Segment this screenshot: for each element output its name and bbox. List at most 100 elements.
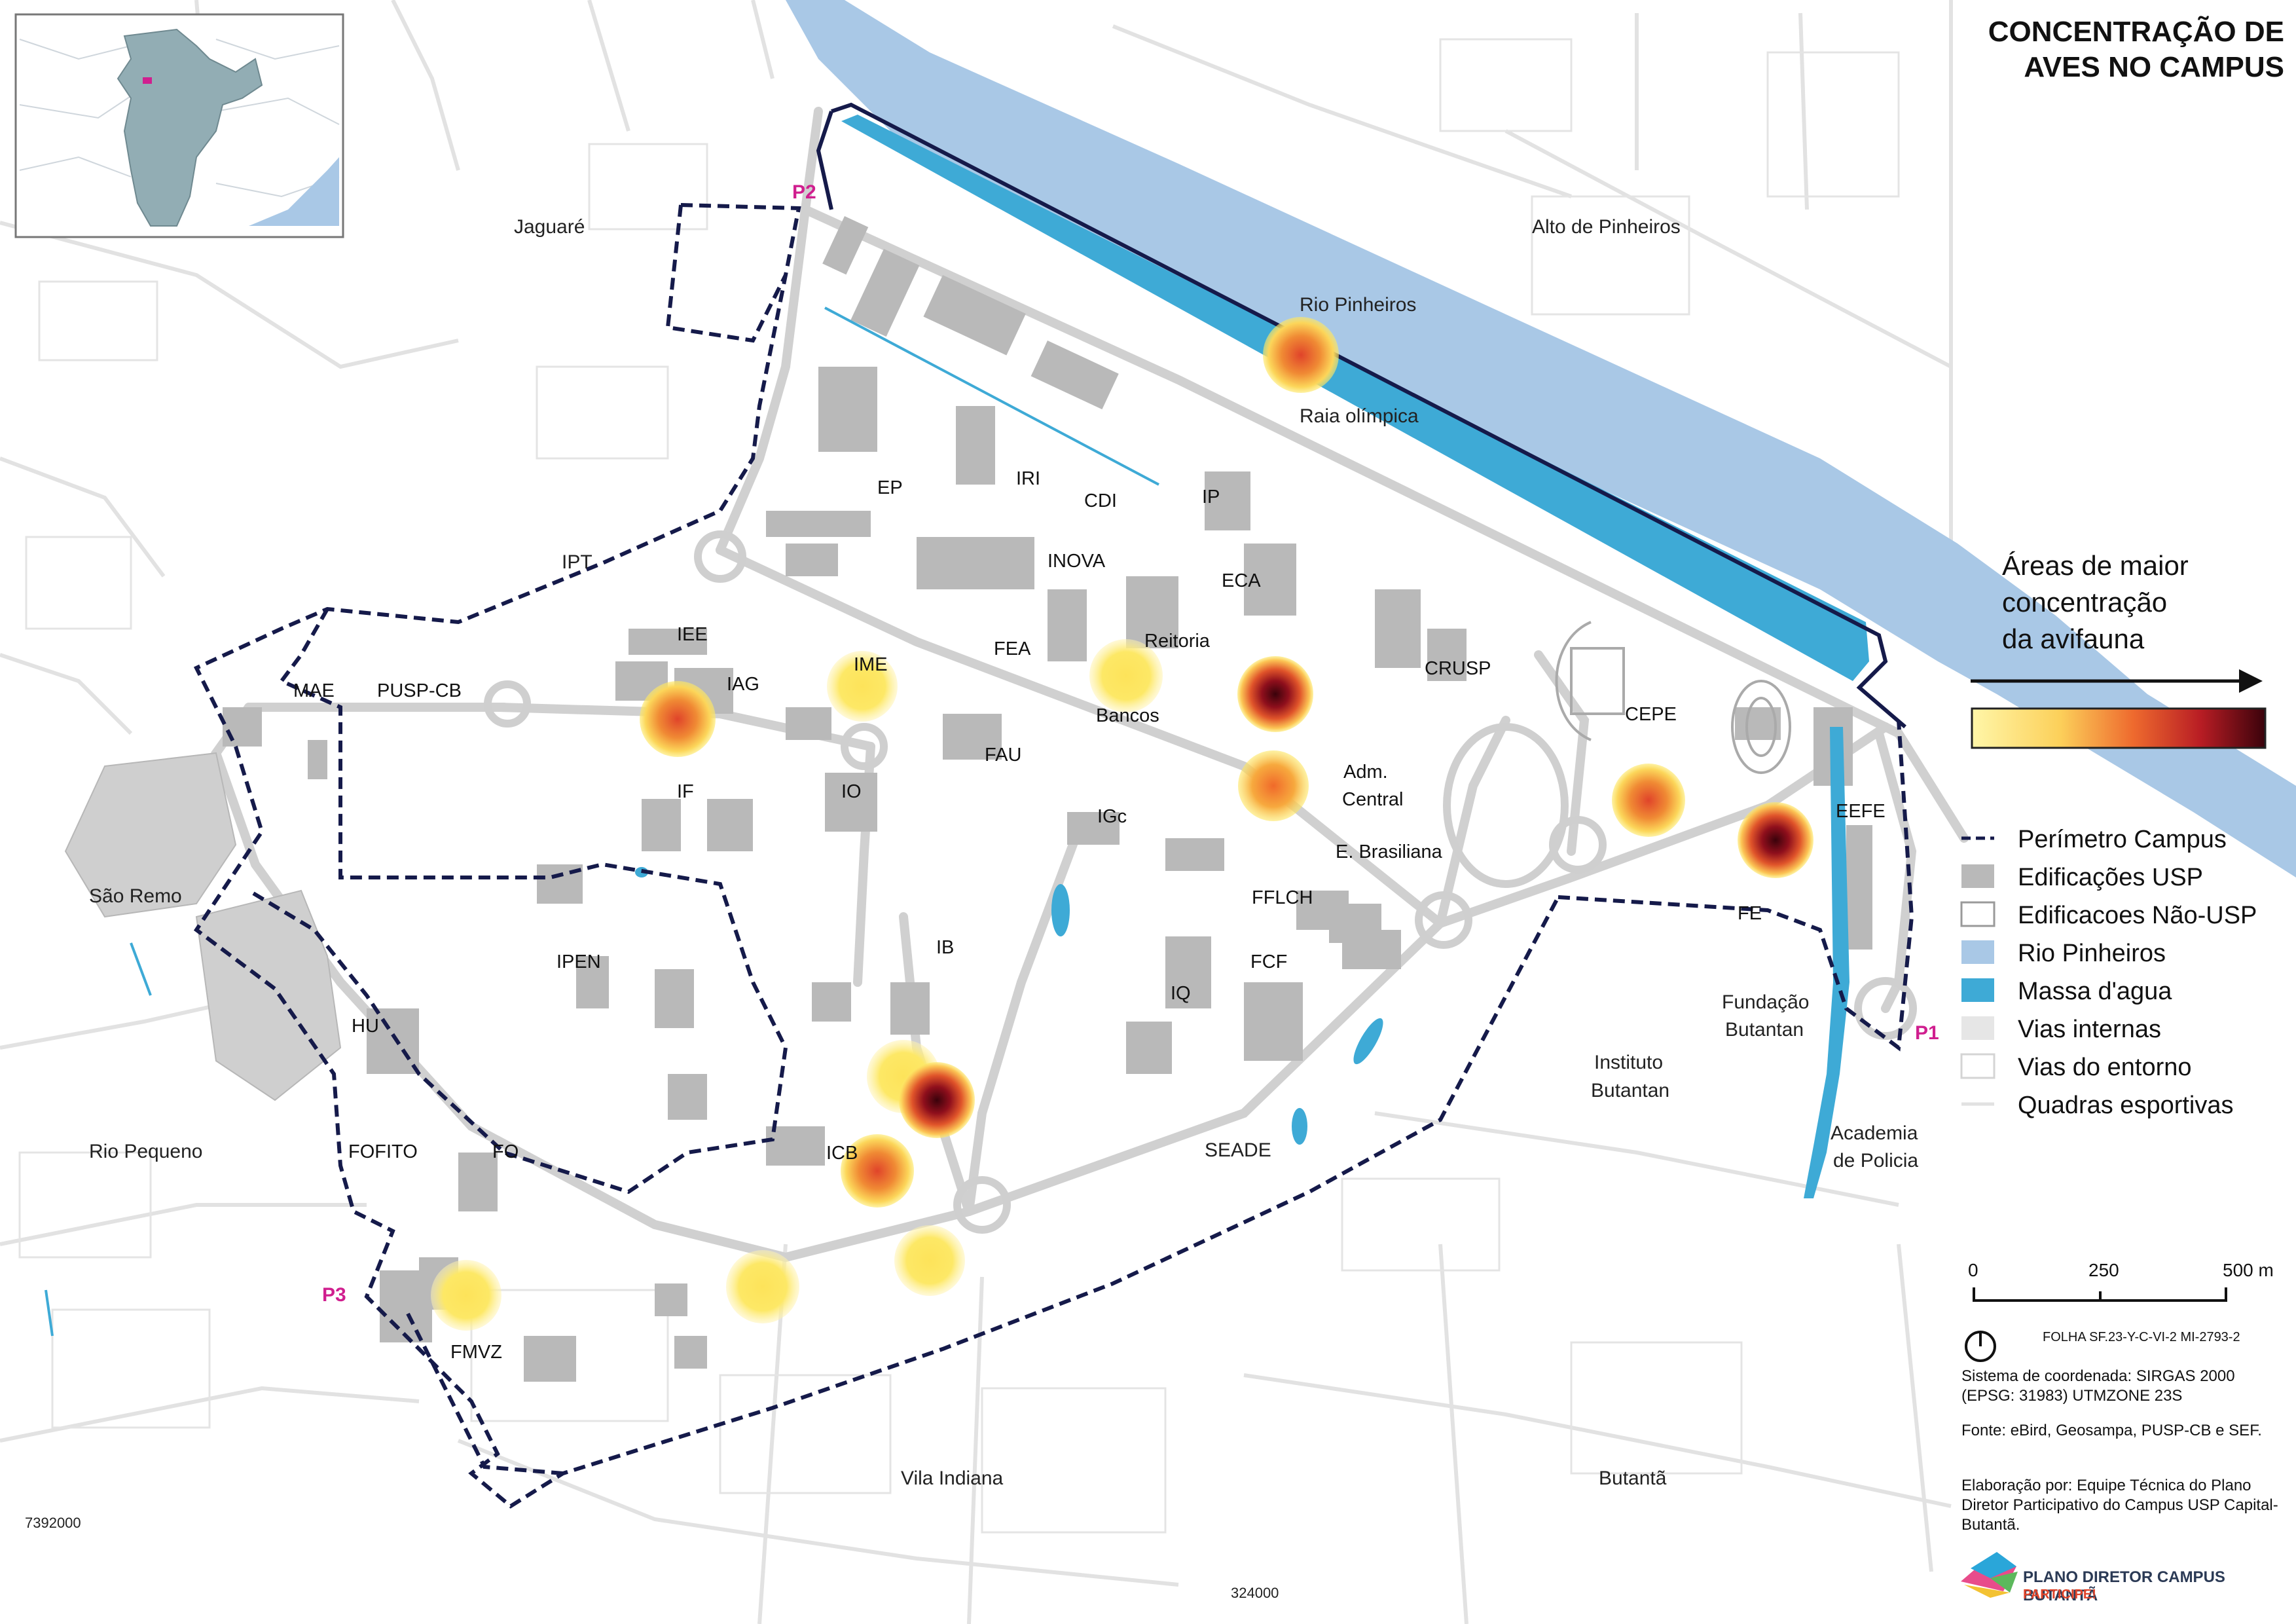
label-seade: SEADE (1205, 1139, 1271, 1161)
building-label-fo: FO (492, 1141, 519, 1162)
label-academia-line2: de Policia (1833, 1150, 1918, 1172)
hotspot-ime (827, 651, 898, 722)
building-label-iag: IAG (727, 674, 759, 695)
legend-label-4: Massa d'agua (2018, 978, 2172, 1005)
scale-label-0: 0 (1968, 1260, 1978, 1280)
legend-label-5: Vias internas (2018, 1016, 2161, 1043)
info-coordinate-system: Sistema de coordenada: SIRGAS 2000 (EPSG… (1961, 1367, 2235, 1405)
sports-areas (1555, 621, 1791, 774)
legend-swatch-2 (1960, 901, 1995, 927)
building-label-iee: IEE (677, 624, 708, 645)
building-label-pusp-cb: PUSP-CB (377, 680, 462, 701)
label-butanta: Butantã (1599, 1467, 1667, 1489)
logo-title: PLANO DIRETOR CAMPUS BUTANTÃ (2023, 1568, 2225, 1604)
inset-campus-marker (143, 77, 152, 84)
hotspot-iag (640, 681, 716, 757)
building-label-hu: HU (352, 1016, 379, 1037)
heat-legend-graphic (1971, 669, 2267, 749)
building-label-igc: IGc (1097, 806, 1127, 827)
label-fundacao-line1: Fundação (1722, 991, 1809, 1013)
hotspot-ib-b (899, 1062, 975, 1138)
hotspot-icb (841, 1134, 914, 1208)
heat-legend-title-line2: concentração (2002, 587, 2168, 618)
hotspot-adm-central (1238, 750, 1309, 821)
building-label-central: Central (1342, 789, 1404, 810)
building-label-fcf: FCF (1250, 951, 1287, 972)
raia-perimeter (816, 102, 1906, 729)
eefe-canal-water (1804, 727, 1850, 1198)
inset-locator-map (14, 13, 344, 238)
building-label-mae: MAE (293, 680, 335, 701)
hotspot-rio-pinheiros (1263, 317, 1339, 393)
internal-roads (211, 107, 1969, 1263)
building-label-inova: INOVA (1048, 551, 1106, 572)
heat-legend-title-line1: Áreas de maior (2002, 550, 2189, 581)
building-label-cepe: CEPE (1625, 704, 1677, 725)
info-authorship: Elaboração por: Equipe Técnica do Plano … (1961, 1477, 2278, 1534)
rio-pinheiros-river (786, 0, 2296, 877)
gate-p2: P2 (792, 181, 816, 203)
scale-label-250: 250 (2088, 1260, 2119, 1280)
building-label-eefe: EEFE (1836, 801, 1886, 822)
building-label-fofito: FOFITO (348, 1141, 418, 1162)
roundabouts (484, 530, 1917, 1234)
building-label-ip: IP (1202, 487, 1220, 507)
building-label-fflch: FFLCH (1252, 887, 1313, 908)
label-fundacao-line2: Butantan (1725, 1019, 1804, 1041)
label-rio-pequeno: Rio Pequeno (89, 1141, 202, 1162)
building-label-ime: IME (854, 654, 888, 675)
building-label-ep: EP (877, 477, 903, 498)
sao-remo-blocks (64, 752, 342, 1101)
label-instituto-line2: Butantan (1591, 1080, 1669, 1101)
legend-swatch-1 (1961, 864, 1994, 888)
building-label-icb: ICB (826, 1143, 858, 1164)
inset-coast (249, 157, 339, 226)
coord-y: 7392000 (25, 1515, 81, 1531)
inset-city-shape (117, 28, 263, 227)
legend-label-1: Edificações USP (2018, 864, 2203, 891)
label-ipt: IPT (562, 551, 592, 573)
label-alto-pinheiros: Alto de Pinheiros (1532, 216, 1681, 238)
map-title-line2: AVES NO CAMPUS (2024, 51, 2284, 83)
building-label-fe: FE (1738, 903, 1762, 924)
water-bodies (45, 115, 1869, 1337)
plano-diretor-logo-icon (1961, 1552, 2018, 1598)
label-vila-indiana: Vila Indiana (901, 1467, 1004, 1489)
building-label-iri: IRI (1016, 468, 1040, 489)
scale-bar (1973, 1287, 2227, 1302)
label-sao-remo: São Remo (89, 885, 182, 907)
heat-gradient-bar (1971, 707, 2267, 749)
legend-swatch-5 (1961, 1016, 1994, 1040)
map-title-line1: CONCENTRAÇÃO DE (1988, 16, 2284, 48)
building-label-fea: FEA (994, 638, 1031, 659)
hotspot-reitoria-eca (1237, 656, 1313, 732)
scale-label-500: 500 m (2223, 1260, 2274, 1280)
building-label-iq: IQ (1171, 983, 1191, 1004)
legend-swatch-6 (1960, 1053, 1995, 1079)
legend-label-0: Perímetro Campus (2018, 826, 2227, 853)
coord-x: 324000 (1231, 1585, 1279, 1601)
heatmap-hotspots (431, 317, 1813, 1331)
north-arrow-icon (1965, 1331, 1996, 1362)
building-label-bancos: Bancos (1096, 705, 1159, 726)
legend-label-3: Rio Pinheiros (2018, 940, 2166, 967)
building-label-io: IO (841, 781, 862, 802)
hotspot-cepe (1612, 764, 1685, 837)
surrounding-blocks (18, 38, 1900, 1534)
map-title: CONCENTRAÇÃO DE AVES NO CAMPUS (1891, 14, 2284, 85)
building-label-ib: IB (936, 937, 954, 958)
hotspot-fmvz (431, 1260, 501, 1331)
usp-buildings (223, 216, 1872, 1382)
label-raia: Raia olímpica (1300, 405, 1419, 427)
hotspot-icb-south (894, 1225, 965, 1296)
building-label-ipen: IPEN (556, 951, 601, 972)
heat-legend-title: Áreas de maior concentração da avifauna (2002, 547, 2296, 657)
label-jaguare: Jaguaré (514, 216, 585, 238)
building-label-crusp: CRUSP (1425, 658, 1491, 679)
place-labels: Jaguaré Alto de Pinheiros IPT São Remo R… (89, 216, 1918, 1489)
hotspot-raia-south (726, 1250, 799, 1323)
building-label-reitoria: Reitoria (1144, 631, 1211, 652)
logo-subtitle: PARTICIPE! (2023, 1587, 2096, 1602)
label-academia-line1: Academia (1831, 1122, 1918, 1144)
